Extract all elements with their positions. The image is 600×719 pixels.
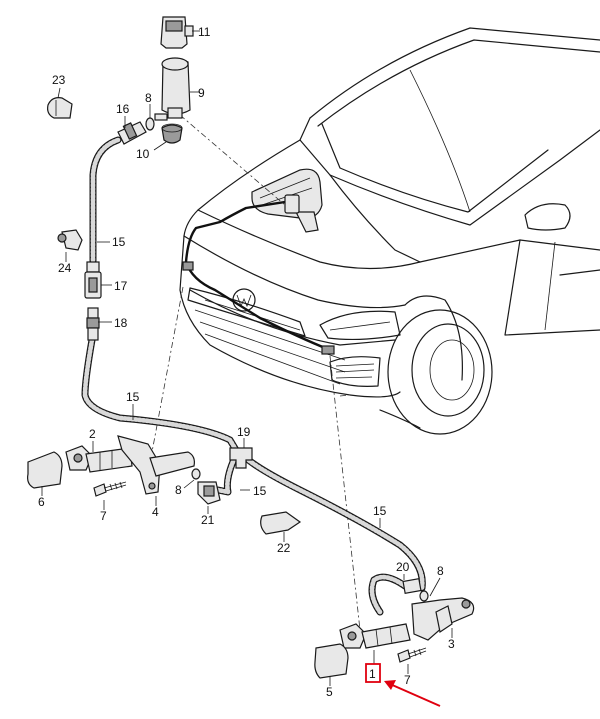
callout-19: 19 xyxy=(237,425,251,439)
hose-connector-17 xyxy=(84,261,102,299)
cover-cap-6 xyxy=(27,451,63,489)
washer-pump-9 xyxy=(154,57,191,121)
callout-5: 5 xyxy=(326,685,333,699)
washer-hoses xyxy=(81,136,426,616)
callout-11: 11 xyxy=(198,25,211,39)
callout-24: 24 xyxy=(58,261,72,275)
callout-18: 18 xyxy=(114,316,128,330)
washer-nozzle-1 xyxy=(339,623,411,649)
callout-7-left: 7 xyxy=(100,509,107,523)
callout-labels: 11 9 8 16 10 23 15 24 17 18 15 19 2 6 7 … xyxy=(38,25,455,699)
washer-nozzle-2 xyxy=(65,445,133,473)
callout-15-d: 15 xyxy=(373,504,387,518)
callout-20: 20 xyxy=(396,560,410,574)
callout-3: 3 xyxy=(448,637,455,651)
wiring-harness xyxy=(182,194,335,355)
callout-15-c: 15 xyxy=(253,484,267,498)
screw-7-right xyxy=(397,647,427,663)
reference-lines xyxy=(151,114,361,631)
callout-9: 9 xyxy=(198,86,205,100)
callout-2: 2 xyxy=(89,427,96,441)
callout-8-top: 8 xyxy=(145,91,152,105)
clip-24 xyxy=(57,229,83,251)
callout-10: 10 xyxy=(136,147,150,161)
callout-6: 6 xyxy=(38,495,45,509)
leader-lines xyxy=(41,30,453,686)
washer-reservoir xyxy=(251,168,323,233)
connector-11 xyxy=(160,16,194,49)
o-ring-8-left xyxy=(191,468,201,480)
callout-22: 22 xyxy=(277,541,291,555)
cover-cap-5 xyxy=(314,643,349,679)
callout-16: 16 xyxy=(116,102,130,116)
elbow-connector-21 xyxy=(197,481,221,505)
clip-22 xyxy=(260,511,302,535)
clip-23 xyxy=(47,97,73,119)
hose-connector-20 xyxy=(402,578,429,602)
grommet-10 xyxy=(161,123,183,144)
callout-21: 21 xyxy=(201,513,215,527)
callout-8-right: 8 xyxy=(437,564,444,578)
callout-15-a: 15 xyxy=(112,235,126,249)
bracket-4 xyxy=(117,435,195,495)
highlight-box xyxy=(365,663,381,683)
screw-7 xyxy=(93,481,127,497)
bracket-3 xyxy=(411,597,475,641)
hose-connector-16 xyxy=(117,121,147,145)
t-piece-19 xyxy=(229,447,253,469)
callout-23: 23 xyxy=(52,73,66,87)
callout-8-left: 8 xyxy=(175,483,182,497)
o-ring-8 xyxy=(145,117,155,131)
callout-17: 17 xyxy=(114,279,128,293)
hose-connector-18 xyxy=(86,307,100,341)
callout-7-right: 7 xyxy=(404,673,411,687)
callout-15-b: 15 xyxy=(126,390,140,404)
red-arrow-icon xyxy=(384,680,441,707)
callout-1: 1 xyxy=(369,667,376,681)
vehicle-front-outline xyxy=(179,27,600,435)
callout-4: 4 xyxy=(152,505,159,519)
